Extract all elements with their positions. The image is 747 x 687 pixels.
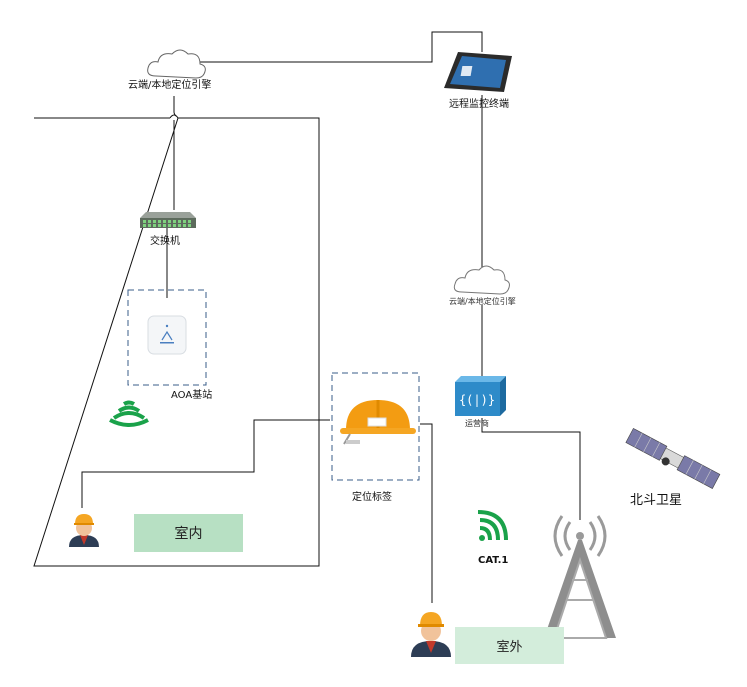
worker-icon — [69, 514, 99, 547]
indoor-zone-label: 室内 — [134, 514, 243, 552]
worker-icon — [411, 612, 451, 657]
helmet-tag-icon — [340, 400, 416, 445]
satellite-label: 北斗卫星 — [630, 493, 683, 508]
wifi-signal-icon — [477, 510, 508, 541]
wifi-signal-icon — [109, 400, 149, 427]
cloud-engine-label: 云端/本地定位引擎 — [449, 297, 516, 306]
cell-tower-icon — [544, 515, 616, 639]
line-cloud-terminal — [198, 31, 483, 63]
tag-dashed-frame — [331, 372, 420, 481]
aoa-dashed-frame — [127, 289, 207, 386]
svg-text:{(|)}: {(|)} — [459, 393, 495, 407]
satellite-icon — [625, 427, 721, 489]
switch-label: 交换机 — [150, 236, 180, 247]
operator-label: 运营商 — [465, 419, 489, 428]
cloud-icon — [147, 49, 206, 79]
line-tag-indoor — [81, 419, 330, 508]
terminal-label: 远程监控终端 — [449, 99, 509, 110]
aoa-label: AOA基站 — [171, 390, 213, 401]
indoor-boundary — [33, 117, 320, 567]
outdoor-zone-label: 室外 — [455, 627, 564, 664]
network-switch-icon — [140, 212, 196, 228]
line-tag-outdoor — [420, 423, 433, 603]
line-operator-tower — [481, 418, 581, 520]
tag-label: 定位标签 — [352, 492, 392, 503]
aoa-base-station-icon — [147, 315, 187, 355]
cloud-icon — [453, 265, 510, 295]
tablet-terminal-icon — [444, 52, 512, 92]
connection-lines — [33, 31, 581, 603]
operator-router-icon: {(|)} — [455, 376, 506, 416]
line-cloud-switch — [173, 96, 177, 210]
cloud-engine-label: 云端/本地定位引擎 — [128, 80, 212, 91]
cat1-label: CAT.1 — [478, 555, 509, 566]
